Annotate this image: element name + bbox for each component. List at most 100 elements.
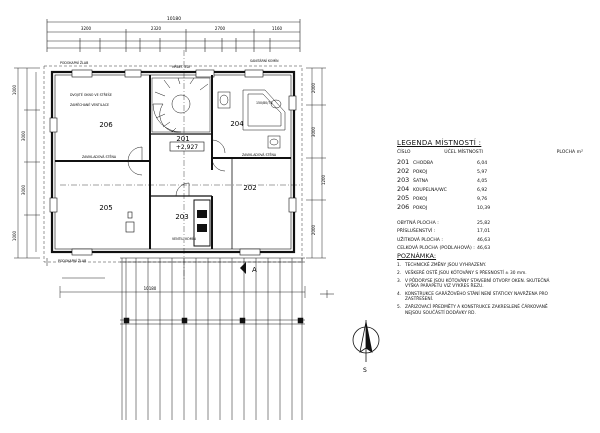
label-zaviklad-1: ZAVIKLADOVÁ STĚNA (82, 154, 117, 159)
dim-left-3: 3000 (21, 184, 26, 195)
legend-row: 205 POKOJ 9,76 (397, 193, 597, 204)
dim-right-2: 3000 (311, 126, 316, 137)
room-203: 203 (175, 213, 188, 221)
bathroom-fixtures (217, 89, 286, 149)
label-ventil-komin: VENTIL. KOMÍN (172, 236, 196, 241)
legend-code: 206 (397, 202, 410, 211)
legend-area: 6,92 (477, 187, 488, 193)
label-podokap-bottom: PODOKAPNÍ ŽLAB (58, 258, 86, 263)
summary-row: UŽITKOVÁ PLOCHA : 46,63 (397, 237, 597, 248)
legend-room-name: CHODBA (413, 160, 434, 166)
legend-room-name: POKOJ (413, 169, 428, 175)
interior-walls (55, 75, 291, 249)
note-number: 3. (397, 278, 402, 284)
dim-left-2: 3000 (21, 130, 26, 141)
summary-value: 46,63 (477, 237, 491, 243)
legend-area: 9,76 (477, 196, 488, 202)
dim-right-1: 2000 (311, 82, 316, 93)
summary-label: OBYTNÁ PLOCHA : (397, 220, 439, 226)
chimney (193, 199, 211, 247)
dim-top-4: 1160 (272, 26, 283, 31)
section-lines (60, 50, 300, 280)
label-sanit: SANITÁRNÍ KOMÍN (250, 58, 279, 63)
top-dimensions (46, 19, 301, 52)
dim-bottom: 10180 (144, 286, 157, 291)
summary-row: CELKOVÁ PLOCHA (PODLAHOVÁ) : 46,63 (397, 246, 597, 256)
bottom-dimensions (59, 277, 306, 298)
staircase (151, 77, 211, 133)
note-number: 4. (397, 292, 402, 298)
note-text: VEŠKERÉ OSTĚ JSOU KÓTOVÁNY S PŘESNOSTÍ ±… (405, 270, 527, 276)
legend-area: 10,39 (477, 205, 491, 211)
dim-top-3: 2700 (215, 26, 226, 31)
pergola-grid (120, 257, 305, 420)
label-vana: 150/80/70 (256, 101, 272, 105)
legend-head-area: PLOCHA m² (556, 150, 583, 155)
summary-value: 17,01 (477, 229, 491, 235)
legend-head-code: ČÍSLO (397, 150, 411, 155)
legend-room-name: ŠATNA (413, 178, 429, 184)
summary-label: PŘÍSLUŠENSTVÍ : (397, 229, 436, 235)
tick-marks (46, 258, 334, 298)
legend-row: 206 POKOJ 10,39 (397, 202, 597, 213)
summary-value: 46,63 (477, 246, 491, 252)
note-item: 1. TECHNICKÉ ZMĚNY JSOU VYHRAZENY. (397, 263, 597, 268)
note-text: KONSTRUKCE GARÁŽOVÉHO STÁNÍ NENÍ STATICK… (405, 292, 548, 303)
legend-room-name: KOUPELNA/WC (413, 187, 447, 193)
note-number: 1. (397, 263, 402, 269)
legend-title: LEGENDA MÍSTNOSTÍ : (397, 139, 482, 147)
label-zaviklad-2: ZAVIKLADOVÁ STĚNA (242, 152, 277, 157)
legend-row: 204 KOUPELNA/WC 6,92 (397, 184, 597, 195)
note-item: 5. ZAŘIZOVACÍ PŘEDMĚTY A KONSTRUKCE ZAKR… (397, 305, 597, 316)
area-summary: OBYTNÁ PLOCHA : 25,82 PŘÍSLUŠENSTVÍ : 17… (397, 220, 597, 256)
room-202: 202 (243, 184, 256, 192)
legend-area: 6,04 (477, 160, 488, 166)
dim-top-2: 2320 (151, 26, 162, 31)
legend-row: 201 CHODBA 6,04 (397, 157, 597, 168)
summary-row: PŘÍSLUŠENSTVÍ : 17,01 (397, 229, 597, 239)
room-204: 204 (230, 120, 244, 128)
label-zamechane: ZAMĚCHANÉ VENTILACE (70, 102, 109, 107)
outer-walls (49, 69, 297, 256)
legend-code: 202 (397, 166, 410, 175)
summary-label: UŽITKOVÁ PLOCHA : (397, 237, 443, 243)
room-205: 205 (99, 204, 112, 212)
dim-left-1: 1000 (12, 84, 17, 95)
legend-code: 205 (397, 193, 410, 202)
notes-title: POZNÁMKA: (397, 252, 437, 260)
label-hrbet: HŘBET. ZDI (172, 64, 190, 69)
dim-overall: 10180 (167, 16, 181, 22)
label-dvojite-okno: DVOJITÉ OKNO VE STŘEŠE (70, 92, 112, 97)
left-dimensions (14, 67, 40, 259)
note-item: 3. V PŮDORYSE JSOU KÓTOVÁNY STAVEBNÍ OTV… (397, 279, 597, 290)
section-a-label: A (252, 266, 257, 274)
legend-header: ČÍSLO ÚČEL MÍSTNOSTI PLOCHA m² (397, 150, 597, 156)
dim-left-4: 1000 (12, 230, 17, 241)
right-dimensions (306, 67, 326, 259)
note-text: TECHNICKÉ ZMĚNY JSOU VYHRAZENY. (405, 263, 486, 269)
summary-label: CELKOVÁ PLOCHA (PODLAHOVÁ) : (397, 246, 475, 252)
legend-code: 201 (397, 157, 410, 166)
legend-area: 5,97 (477, 169, 488, 175)
legend-code: 203 (397, 175, 410, 184)
pergola-posts (123, 317, 304, 324)
level-marker (169, 141, 205, 152)
summary-value: 25,82 (477, 220, 491, 226)
dim-right-3: 1200 (321, 174, 326, 185)
dim-right-4: 2000 (311, 224, 316, 235)
note-number: 5. (397, 305, 402, 311)
legend-row: 203 ŠATNA 4,05 (397, 175, 597, 186)
dim-top-1: 3200 (81, 26, 92, 31)
heater (125, 211, 135, 233)
legend-room-name: POKOJ (413, 205, 428, 211)
summary-row: OBYTNÁ PLOCHA : 25,82 (397, 220, 597, 231)
note-number: 2. (397, 270, 402, 276)
note-text: V PŮDORYSE JSOU KÓTOVÁNY STAVEBNÍ OTVORY… (405, 278, 550, 290)
level-value: +2,927 (176, 144, 198, 151)
doors (127, 139, 226, 197)
north-label: S (363, 367, 367, 374)
section-a-marker: A (240, 262, 257, 274)
legend-code: 204 (397, 184, 410, 193)
note-text: ZAŘIZOVACÍ PŘEDMĚTY A KONSTRUKCE ZAKRESL… (405, 305, 548, 316)
